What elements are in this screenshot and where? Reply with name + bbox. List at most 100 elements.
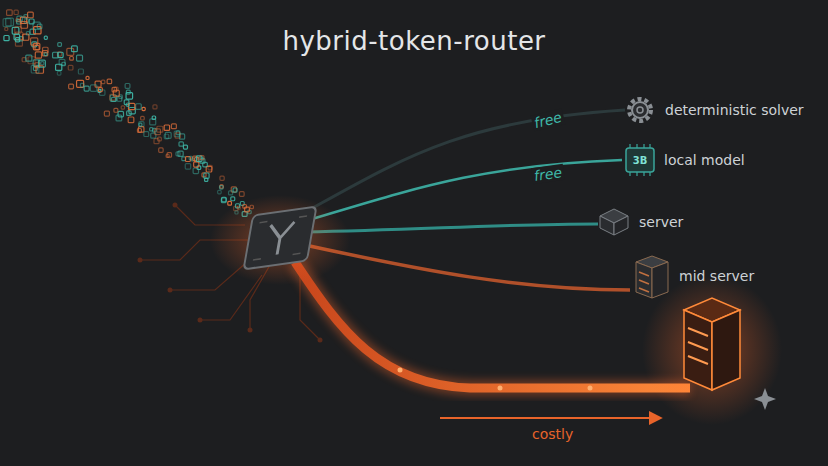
token xyxy=(139,122,144,127)
route-target: server xyxy=(599,207,683,237)
sparkle xyxy=(754,388,776,410)
token xyxy=(136,104,142,110)
token xyxy=(125,83,130,88)
token xyxy=(239,192,244,197)
token xyxy=(233,188,237,192)
token xyxy=(58,52,63,57)
route-target: deterministic solver xyxy=(625,95,804,125)
token xyxy=(220,185,223,188)
node-label: deterministic solver xyxy=(665,102,804,118)
token xyxy=(26,32,29,35)
chip-label: 3B xyxy=(626,155,654,166)
token xyxy=(80,83,84,87)
title: hybrid-token-router xyxy=(0,26,828,56)
token xyxy=(128,117,134,123)
gear-icon xyxy=(629,99,651,121)
token xyxy=(5,27,8,30)
token xyxy=(35,52,41,58)
token xyxy=(179,142,183,146)
token xyxy=(37,24,42,29)
token xyxy=(126,103,129,106)
token xyxy=(31,38,38,45)
token xyxy=(104,111,109,116)
token xyxy=(44,36,47,39)
token xyxy=(166,154,169,157)
token xyxy=(171,124,176,129)
token xyxy=(58,43,62,47)
node-label: server xyxy=(639,214,683,230)
token xyxy=(113,90,119,96)
token xyxy=(59,59,65,65)
token-stream xyxy=(3,10,253,217)
token xyxy=(221,198,226,203)
token xyxy=(15,27,21,33)
token xyxy=(90,85,96,91)
token xyxy=(153,105,157,109)
costly-server-icon xyxy=(684,298,740,390)
token xyxy=(139,123,142,126)
token xyxy=(68,65,73,70)
token xyxy=(35,45,39,49)
token xyxy=(183,145,187,149)
route-lines xyxy=(295,110,690,418)
token xyxy=(57,71,61,75)
token xyxy=(141,116,145,120)
token xyxy=(194,162,199,167)
token xyxy=(114,108,118,112)
token xyxy=(29,19,34,24)
cost-label: free xyxy=(531,108,566,131)
token xyxy=(28,12,34,18)
token xyxy=(220,176,224,180)
node-label: local model xyxy=(664,152,745,168)
token xyxy=(189,156,192,159)
token xyxy=(33,43,39,49)
token xyxy=(222,197,227,202)
token xyxy=(121,106,124,109)
token xyxy=(16,18,19,21)
token xyxy=(95,81,101,87)
token xyxy=(110,94,116,100)
token xyxy=(164,125,169,130)
token xyxy=(72,46,78,52)
token xyxy=(228,201,232,205)
mid-server-icon xyxy=(636,256,668,298)
token xyxy=(107,79,112,84)
chip-icon xyxy=(626,144,654,176)
token xyxy=(41,62,44,65)
token xyxy=(154,139,159,144)
token xyxy=(178,151,183,156)
token xyxy=(142,107,145,110)
server-icon xyxy=(600,209,628,235)
token xyxy=(32,42,37,47)
token xyxy=(84,86,89,91)
router-chip xyxy=(244,207,317,270)
token xyxy=(26,55,32,61)
token xyxy=(101,80,105,84)
token xyxy=(15,38,19,42)
node-label: mid server xyxy=(679,268,754,284)
token xyxy=(118,111,123,116)
route-target: mid server xyxy=(635,261,754,291)
token xyxy=(144,132,149,137)
token xyxy=(200,156,204,160)
token xyxy=(185,164,190,169)
token xyxy=(204,173,209,178)
token xyxy=(164,134,169,139)
cost-label: costly xyxy=(530,426,575,442)
token xyxy=(77,55,83,61)
token xyxy=(77,80,84,87)
token xyxy=(70,57,74,61)
token xyxy=(208,165,212,169)
token xyxy=(231,197,235,201)
token xyxy=(137,129,141,133)
cost-label: free xyxy=(531,164,565,184)
token xyxy=(86,76,89,79)
token xyxy=(25,19,29,23)
token xyxy=(6,18,14,26)
token xyxy=(126,93,133,100)
token xyxy=(205,178,208,181)
token xyxy=(196,156,202,162)
route-target: 3B local model xyxy=(626,145,745,175)
token xyxy=(179,134,184,139)
